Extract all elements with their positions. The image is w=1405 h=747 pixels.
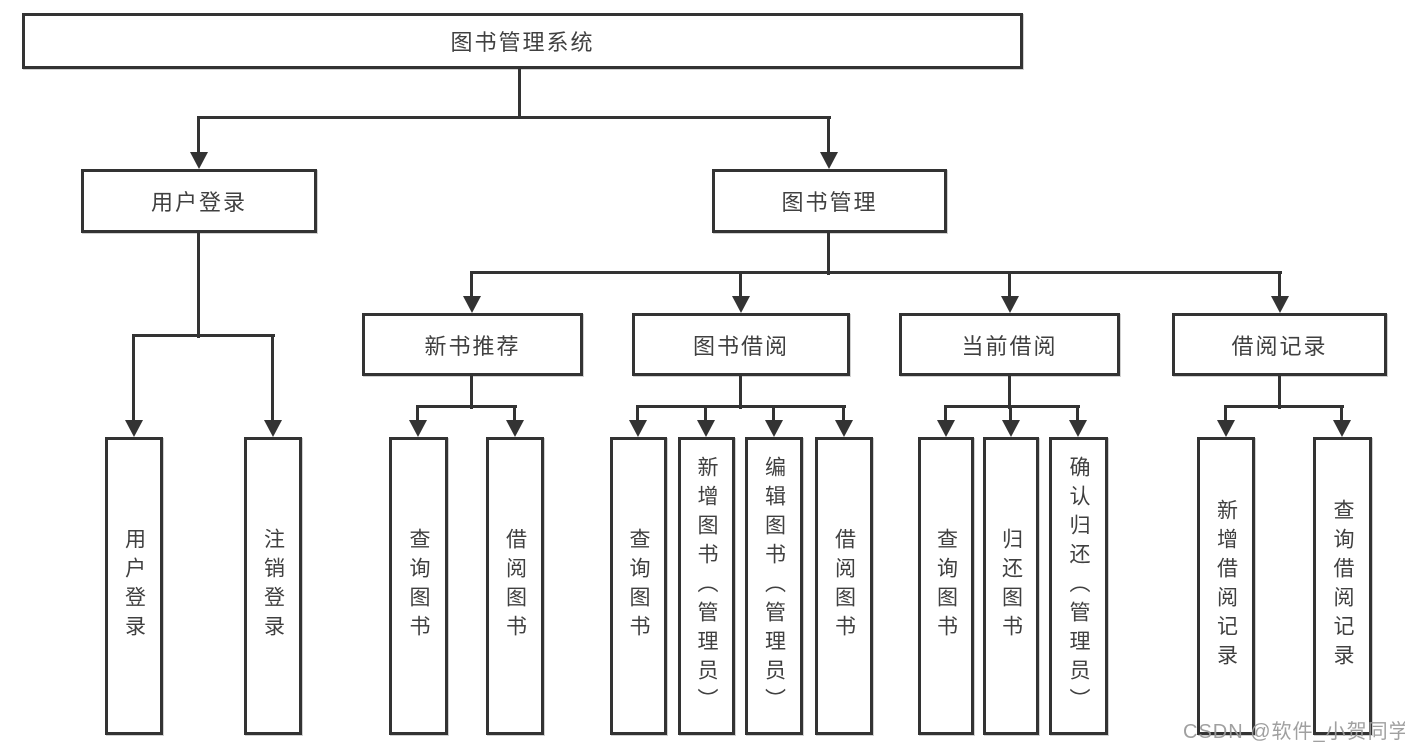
arrowhead-down-icon bbox=[732, 296, 750, 313]
arrowhead-down-icon bbox=[409, 420, 427, 437]
connector-line bbox=[518, 69, 521, 118]
leaf-cb-confirm-return: 确认归还（管理员） bbox=[1049, 437, 1108, 735]
arrowhead-down-icon bbox=[1217, 420, 1235, 437]
leaf-logout: 注销登录 bbox=[244, 437, 302, 735]
arrowhead-down-icon bbox=[1069, 420, 1087, 437]
connector-line bbox=[772, 407, 775, 422]
arrowhead-down-icon bbox=[937, 420, 955, 437]
arrowhead-down-icon bbox=[629, 420, 647, 437]
connector-line bbox=[636, 405, 846, 408]
arrowhead-down-icon bbox=[820, 152, 838, 169]
leaf-nb-borrow-books: 借阅图书 bbox=[486, 437, 544, 735]
connector-line bbox=[1076, 407, 1079, 422]
arrowhead-down-icon bbox=[1333, 420, 1351, 437]
arrowhead-down-icon bbox=[463, 296, 481, 313]
connector-line bbox=[132, 334, 275, 337]
connector-line bbox=[470, 376, 473, 409]
leaf-br-query-record: 查询借阅记录 bbox=[1313, 437, 1372, 735]
watermark: CSDN @软件_小贺同学 bbox=[1183, 721, 1405, 743]
connector-line bbox=[1224, 407, 1227, 422]
leaf-cb-query-books: 查询图书 bbox=[918, 437, 974, 735]
connector-line bbox=[1008, 273, 1011, 297]
leaf-nb-query-books: 查询图书 bbox=[389, 437, 448, 735]
connector-line bbox=[1009, 407, 1012, 422]
connector-line bbox=[197, 118, 200, 152]
leaf-cb-return-books: 归还图书 bbox=[983, 437, 1039, 735]
connector-line bbox=[1008, 376, 1011, 409]
arrowhead-down-icon bbox=[765, 420, 783, 437]
connector-line bbox=[944, 405, 1080, 408]
connector-line bbox=[827, 233, 830, 275]
connector-line bbox=[739, 376, 742, 409]
connector-line bbox=[470, 271, 1282, 274]
connector-line bbox=[842, 407, 845, 422]
node-current-borrow: 当前借阅 bbox=[899, 313, 1120, 376]
connector-line bbox=[271, 336, 274, 422]
node-book-borrow: 图书借阅 bbox=[632, 313, 850, 376]
connector-line bbox=[636, 407, 639, 422]
arrowhead-down-icon bbox=[125, 420, 143, 437]
connector-line bbox=[197, 116, 831, 119]
arrowhead-down-icon bbox=[697, 420, 715, 437]
connector-line bbox=[197, 233, 200, 338]
leaf-user-login: 用户登录 bbox=[105, 437, 163, 735]
connector-line bbox=[416, 405, 517, 408]
arrowhead-down-icon bbox=[264, 420, 282, 437]
leaf-bb-query-books: 查询图书 bbox=[610, 437, 667, 735]
node-new-book-recommend: 新书推荐 bbox=[362, 313, 583, 376]
connector-line bbox=[513, 407, 516, 422]
node-user-login: 用户登录 bbox=[81, 169, 317, 233]
arrowhead-down-icon bbox=[506, 420, 524, 437]
connector-line bbox=[704, 407, 707, 422]
connector-line bbox=[739, 273, 742, 297]
arrowhead-down-icon bbox=[1001, 296, 1019, 313]
connector-line bbox=[416, 407, 419, 422]
node-root: 图书管理系统 bbox=[22, 13, 1023, 69]
leaf-bb-edit-books: 编辑图书（管理员） bbox=[745, 437, 803, 735]
leaf-br-add-record: 新增借阅记录 bbox=[1197, 437, 1255, 735]
arrowhead-down-icon bbox=[835, 420, 853, 437]
connector-line bbox=[827, 118, 830, 152]
arrowhead-down-icon bbox=[190, 152, 208, 169]
node-book-management: 图书管理 bbox=[712, 169, 947, 233]
connector-line bbox=[470, 273, 473, 297]
leaf-bb-borrow-books: 借阅图书 bbox=[815, 437, 873, 735]
node-borrow-records: 借阅记录 bbox=[1172, 313, 1387, 376]
connector-line bbox=[1224, 405, 1344, 408]
connector-line bbox=[1278, 273, 1281, 297]
arrowhead-down-icon bbox=[1002, 420, 1020, 437]
connector-line bbox=[132, 336, 135, 422]
leaf-bb-add-books: 新增图书（管理员） bbox=[678, 437, 735, 735]
connector-line bbox=[1278, 376, 1281, 409]
connector-line bbox=[1340, 407, 1343, 422]
arrowhead-down-icon bbox=[1271, 296, 1289, 313]
connector-line bbox=[944, 407, 947, 422]
